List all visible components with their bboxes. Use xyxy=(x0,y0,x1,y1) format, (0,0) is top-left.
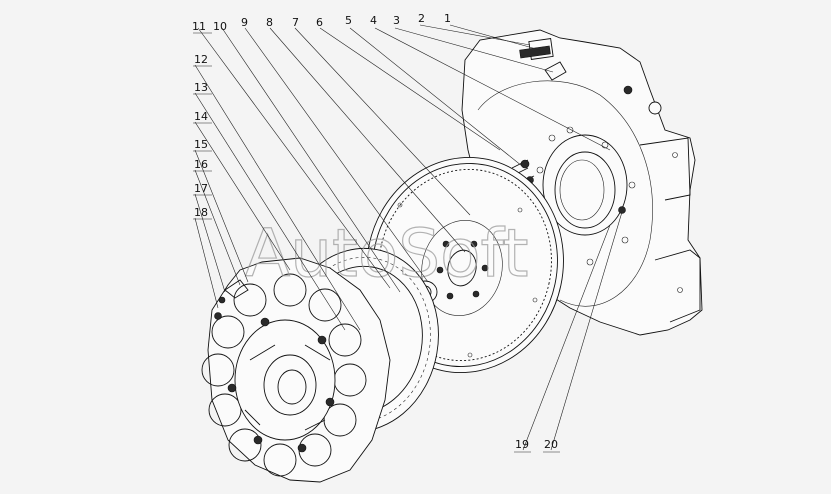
callout-3: 3 xyxy=(393,14,400,27)
callout-19: 19 xyxy=(515,438,529,451)
pressure-plate-assembly xyxy=(201,257,391,483)
callout-1: 1 xyxy=(444,12,451,25)
leader-lines xyxy=(194,24,623,451)
callout-11: 11 xyxy=(192,20,206,33)
callout-20: 20 xyxy=(544,438,558,451)
callout-14: 14 xyxy=(194,110,208,123)
callout-13: 13 xyxy=(194,81,208,94)
callout-5: 5 xyxy=(345,14,352,27)
callout-7: 7 xyxy=(292,16,299,29)
callout-18: 18 xyxy=(194,206,208,219)
callout-10: 10 xyxy=(213,20,227,33)
callout-16: 16 xyxy=(194,158,208,171)
scalloped-cover xyxy=(201,273,367,477)
callout-6: 6 xyxy=(316,16,323,29)
callout-4: 4 xyxy=(370,14,377,27)
callout-8: 8 xyxy=(266,16,273,29)
callout-12: 12 xyxy=(194,53,208,66)
callout-labels: 1 2 3 4 5 6 7 8 9 10 11 12 13 14 15 16 1… xyxy=(192,12,558,451)
callout-15: 15 xyxy=(194,138,208,151)
callout-9: 9 xyxy=(241,16,248,29)
watermark-text: AutoSoft xyxy=(245,215,528,292)
callout-2: 2 xyxy=(418,12,425,25)
callout-17: 17 xyxy=(194,182,208,195)
callout-underlines xyxy=(193,32,560,453)
